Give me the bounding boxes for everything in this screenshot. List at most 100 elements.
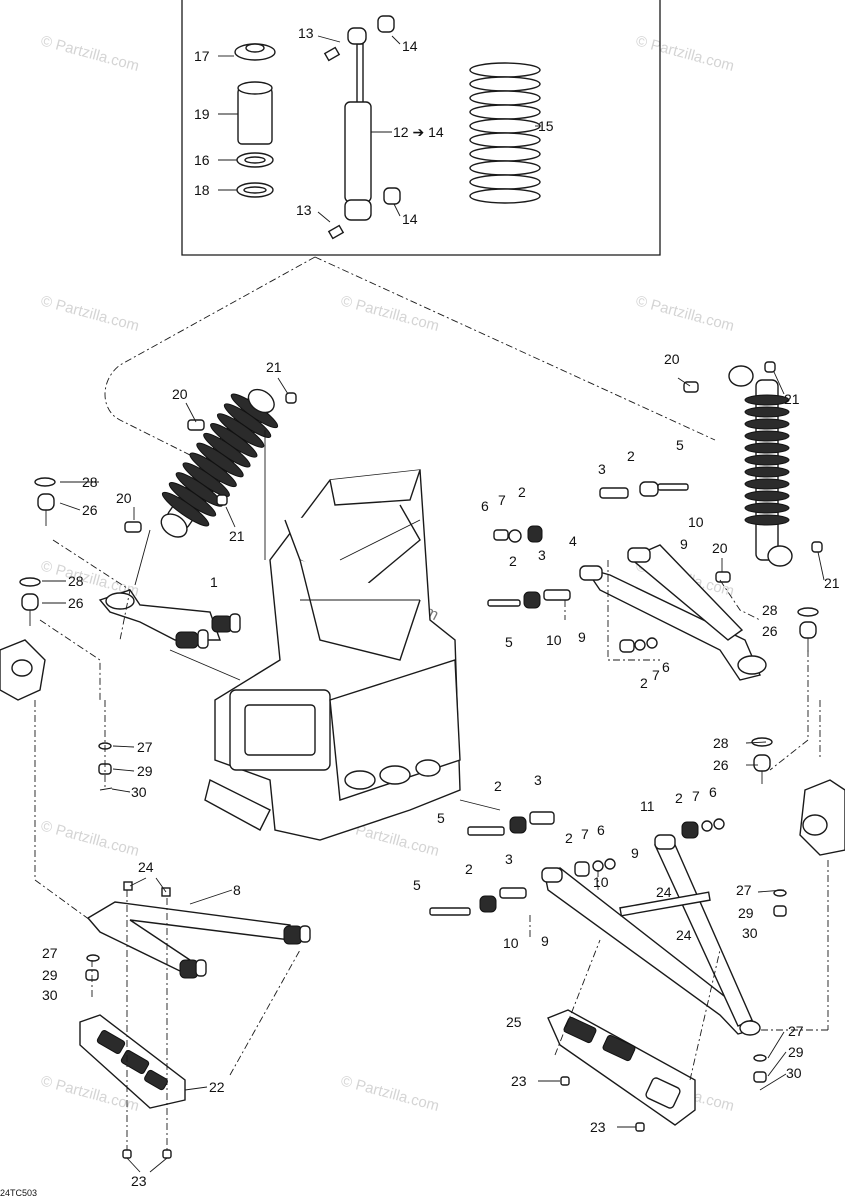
callout-label: 15 bbox=[538, 118, 554, 134]
callout-label: 6 bbox=[662, 659, 670, 675]
callout-label: 3 bbox=[534, 772, 542, 788]
callout-label: 27 bbox=[42, 945, 58, 961]
right-lower-hardware bbox=[429, 811, 787, 1083]
left-lower-hardware bbox=[98, 742, 113, 791]
right-skid-plate bbox=[547, 1009, 696, 1126]
callout-label: 9 bbox=[631, 845, 639, 861]
vehicle-frame bbox=[204, 469, 461, 841]
callout-label: 9 bbox=[680, 536, 688, 552]
callout-label: 10 bbox=[546, 632, 562, 648]
callout-label: 30 bbox=[42, 987, 58, 1003]
callout-label: 21 bbox=[229, 528, 245, 544]
figure-code: 24TC503 bbox=[0, 1188, 37, 1198]
callout-label: 7 bbox=[652, 667, 660, 683]
callout-label: 7 bbox=[581, 826, 589, 842]
callout-label: 23 bbox=[511, 1073, 527, 1089]
upper-right-a-arm bbox=[579, 544, 767, 681]
callouts: 21 20 28 26 20 21 28 26 1 20 21 5 3 2 6 … bbox=[42, 351, 840, 1189]
callout-label: 13 bbox=[296, 202, 312, 218]
callout-label: 10 bbox=[688, 514, 704, 530]
callout-label: 30 bbox=[742, 925, 758, 941]
callout-label: 20 bbox=[172, 386, 188, 402]
callout-label: 14 bbox=[402, 211, 418, 227]
callout-label: 9 bbox=[578, 629, 586, 645]
callout-label: 28 bbox=[762, 602, 778, 618]
callout-label: 20 bbox=[712, 540, 728, 556]
watermark: © Partzilla.com bbox=[39, 32, 141, 75]
callout-label: 22 bbox=[209, 1079, 225, 1095]
callout-label: 2 bbox=[494, 778, 502, 794]
callout-label: 20 bbox=[116, 490, 132, 506]
shock-detail-inset: 17 19 16 18 13 14 12 ➔ 14 15 13 14 bbox=[181, 0, 661, 256]
watermark: © Partzilla.com bbox=[39, 292, 141, 335]
assembly-lines bbox=[34, 430, 829, 1081]
callout-label: 21 bbox=[266, 359, 282, 375]
callout-label: 29 bbox=[738, 905, 754, 921]
upper-left-a-arm bbox=[98, 589, 241, 649]
callout-label: 12 ➔ 14 bbox=[393, 124, 444, 140]
callout-label: 2 bbox=[675, 790, 683, 806]
watermark: © Partzilla.com bbox=[39, 817, 141, 860]
callout-label: 29 bbox=[788, 1044, 804, 1060]
callout-label: 27 bbox=[736, 882, 752, 898]
callout-label: 28 bbox=[68, 573, 84, 589]
callout-label: 2 bbox=[509, 553, 517, 569]
callout-label: 28 bbox=[713, 735, 729, 751]
callout-label: 26 bbox=[762, 623, 778, 639]
callout-label: 9 bbox=[541, 933, 549, 949]
callout-label: 6 bbox=[597, 822, 605, 838]
callout-label: 3 bbox=[598, 461, 606, 477]
callout-label: 25 bbox=[506, 1014, 522, 1030]
watermark: © Partzilla.com bbox=[634, 292, 736, 335]
lower-left-a-arm bbox=[85, 881, 311, 981]
callout-label: 23 bbox=[590, 1119, 606, 1135]
callout-label: 24 bbox=[138, 859, 154, 875]
callout-label: 30 bbox=[131, 784, 147, 800]
callout-label: 29 bbox=[137, 763, 153, 779]
callout-label: 3 bbox=[538, 547, 546, 563]
callout-label: 26 bbox=[68, 595, 84, 611]
lower-right-a-arm bbox=[541, 834, 761, 1036]
callout-label: 10 bbox=[593, 874, 609, 890]
callout-label: 11 bbox=[640, 798, 655, 814]
callout-label: 2 bbox=[465, 861, 473, 877]
callout-label: 2 bbox=[565, 830, 573, 846]
watermark: © Partzilla.com bbox=[339, 292, 441, 335]
callout-label: 3 bbox=[505, 851, 513, 867]
callout-label: 5 bbox=[437, 810, 445, 826]
callout-label: 26 bbox=[713, 757, 729, 773]
callout-label: 23 bbox=[131, 1173, 147, 1189]
callout-label: 26 bbox=[82, 502, 98, 518]
watermark: © Partzilla.com bbox=[634, 32, 736, 75]
left-ball-joints bbox=[19, 477, 56, 626]
callout-label: 5 bbox=[676, 437, 684, 453]
left-knuckle bbox=[0, 639, 46, 701]
callout-label: 19 bbox=[194, 106, 210, 122]
callout-label: 21 bbox=[824, 575, 840, 591]
callout-label: 20 bbox=[664, 351, 680, 367]
callout-label: 16 bbox=[194, 152, 210, 168]
spring-15 bbox=[469, 62, 541, 204]
callout-label: 24 bbox=[676, 927, 692, 943]
callout-label: 17 bbox=[194, 48, 210, 64]
callout-label: 6 bbox=[481, 498, 489, 514]
callout-label: 13 bbox=[298, 25, 314, 41]
callout-label: 1 bbox=[210, 574, 218, 590]
callout-label: 4 bbox=[569, 533, 577, 549]
callout-label: 6 bbox=[709, 784, 717, 800]
right-upper-hardware bbox=[487, 481, 689, 653]
watermark: © Partzilla.com bbox=[339, 1072, 441, 1115]
callout-label: 27 bbox=[788, 1023, 804, 1039]
callout-label: 5 bbox=[413, 877, 421, 893]
right-shock-assembly bbox=[683, 361, 823, 583]
left-skid-plate bbox=[79, 1014, 186, 1109]
callout-label: 10 bbox=[503, 935, 519, 951]
right-knuckle bbox=[799, 779, 845, 856]
callout-label: 27 bbox=[137, 739, 153, 755]
callout-label: 2 bbox=[627, 448, 635, 464]
left-shock-assembly bbox=[124, 388, 297, 538]
callout-label: 30 bbox=[786, 1065, 802, 1081]
callout-label: 2 bbox=[518, 484, 526, 500]
callout-label: 24 bbox=[656, 884, 672, 900]
